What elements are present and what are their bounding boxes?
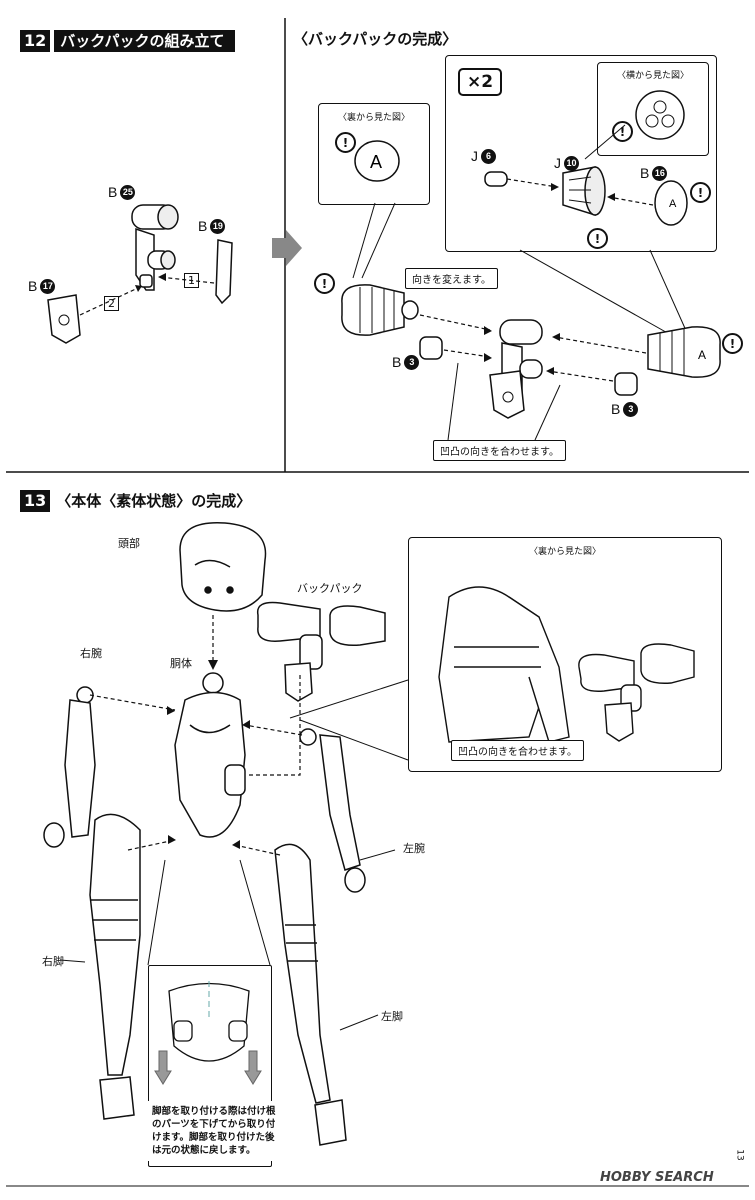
leg-detail-drawing bbox=[154, 981, 262, 1085]
backpack-complete-drawing: A bbox=[341, 284, 721, 441]
side-view-drawing bbox=[635, 90, 685, 140]
side-view-panel: 〈横から見た図〉 ! bbox=[597, 62, 709, 156]
label-right-arm: 右腕 bbox=[80, 647, 102, 660]
callout-lines bbox=[352, 202, 689, 341]
backpack-assembly-drawing bbox=[47, 204, 233, 344]
caution-icon: ! bbox=[587, 228, 608, 249]
step-title: 〈本体〈素体状態〉の完成〉 bbox=[56, 492, 252, 510]
page-number: 13 bbox=[734, 1149, 745, 1161]
label-left-leg: 左脚 bbox=[381, 1010, 403, 1023]
step-title: バックパックの組み立て bbox=[54, 30, 235, 52]
figure-assembly-drawing bbox=[43, 521, 386, 1146]
caution-icon: ! bbox=[690, 182, 711, 203]
label-left-arm: 左腕 bbox=[403, 842, 425, 855]
label-head: 頭部 bbox=[118, 537, 140, 550]
note-change-orientation: 向きを変えます。 bbox=[405, 268, 498, 289]
caution-icon: ! bbox=[335, 132, 356, 153]
caution-icon: ! bbox=[314, 273, 335, 294]
multiplier-badge: ×2 bbox=[458, 68, 503, 96]
note-align-notches: 凹凸の向きを合わせます。 bbox=[433, 440, 566, 461]
leg-caution-note: 脚部を取り付ける際は付け根のパーツを下げてから取り付けます。脚部を取り付けた後は… bbox=[147, 1101, 281, 1161]
svg-text:A: A bbox=[370, 152, 382, 172]
step-13-header: 13 〈本体〈素体状態〉の完成〉 bbox=[20, 490, 251, 512]
caution-icon: ! bbox=[612, 121, 633, 142]
label-torso: 胴体 bbox=[170, 657, 192, 670]
leg-detail-panel: 脚部を取り付ける際は付け根のパーツを下げてから取り付けます。脚部を取り付けた後は… bbox=[147, 965, 281, 1167]
figure-back-view-drawing bbox=[438, 586, 695, 743]
svg-text:A: A bbox=[669, 198, 677, 210]
watermark-hobby-search: HOBBY SEARCH bbox=[600, 1170, 714, 1185]
side-view-caption: 〈横から見た図〉 bbox=[616, 71, 689, 81]
caution-icon: ! bbox=[722, 333, 743, 354]
svg-text:A: A bbox=[698, 348, 706, 362]
label-backpack: バックパック bbox=[297, 582, 363, 595]
back-view-caption: 〈裏から見た図〉 bbox=[528, 547, 601, 557]
backpack-back-view-panel: 〈裏から見た図〉 A ! bbox=[318, 103, 430, 205]
step-number: 13 bbox=[20, 490, 51, 512]
label-right-leg: 右脚 bbox=[42, 955, 64, 968]
order-label-2: 2 bbox=[104, 296, 119, 311]
step-12-header: 12 バックパックの組み立て bbox=[20, 30, 235, 52]
note-align-notches-back: 凹凸の向きを合わせます。 bbox=[451, 740, 584, 761]
back-view-caption: 〈裏から見た図〉 bbox=[337, 113, 410, 123]
back-view-drawing: A bbox=[354, 140, 400, 182]
flow-arrow bbox=[272, 230, 302, 266]
step-number: 12 bbox=[20, 30, 51, 52]
figure-back-view-panel: 〈裏から見た図〉 bbox=[408, 537, 722, 772]
backpack-complete-title: 〈バックパックの完成〉 bbox=[293, 30, 458, 48]
thruster-assembly-drawing: A bbox=[484, 124, 688, 226]
